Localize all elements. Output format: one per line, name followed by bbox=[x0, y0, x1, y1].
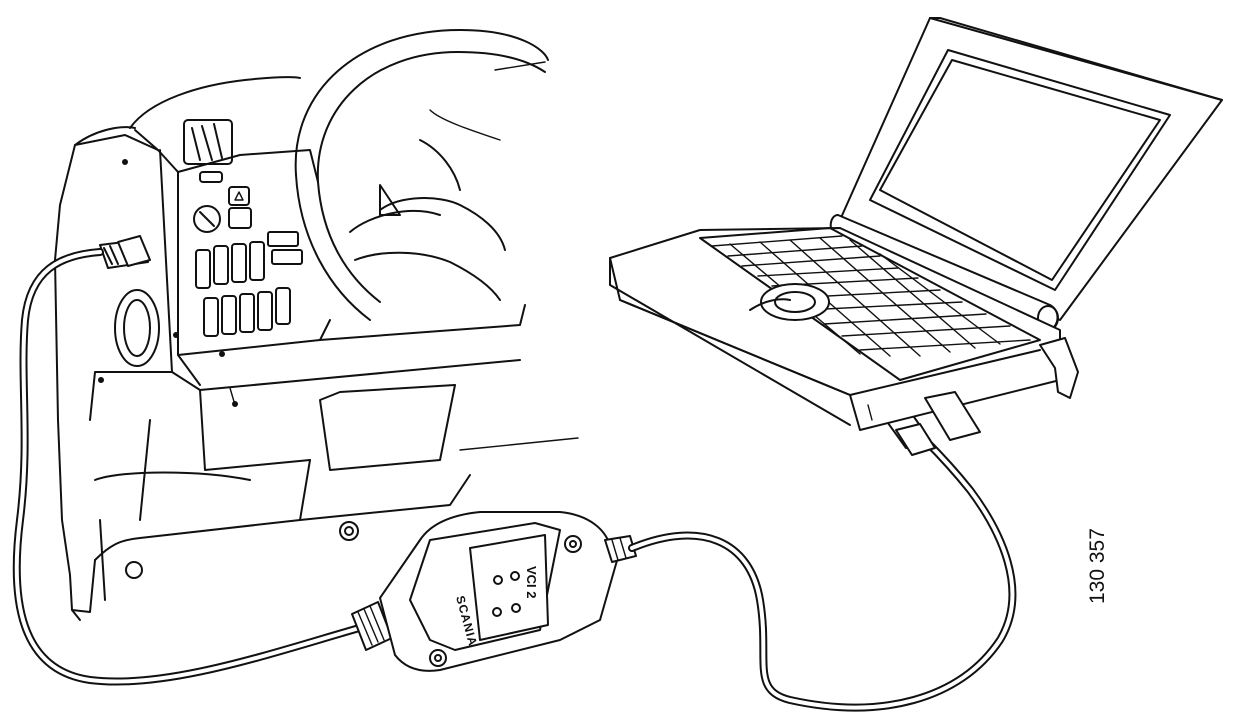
vehicle-cable bbox=[17, 252, 370, 682]
laptop-computer bbox=[610, 18, 1222, 440]
switch-panel bbox=[196, 242, 290, 336]
vci-interface-unit: VCI 2 SCANIA bbox=[352, 512, 636, 671]
diagnostic-socket bbox=[100, 236, 150, 268]
figure-number: 130 357 bbox=[1086, 524, 1112, 604]
usb-cable bbox=[632, 404, 1012, 708]
vci-model-label: VCI 2 bbox=[524, 566, 539, 599]
